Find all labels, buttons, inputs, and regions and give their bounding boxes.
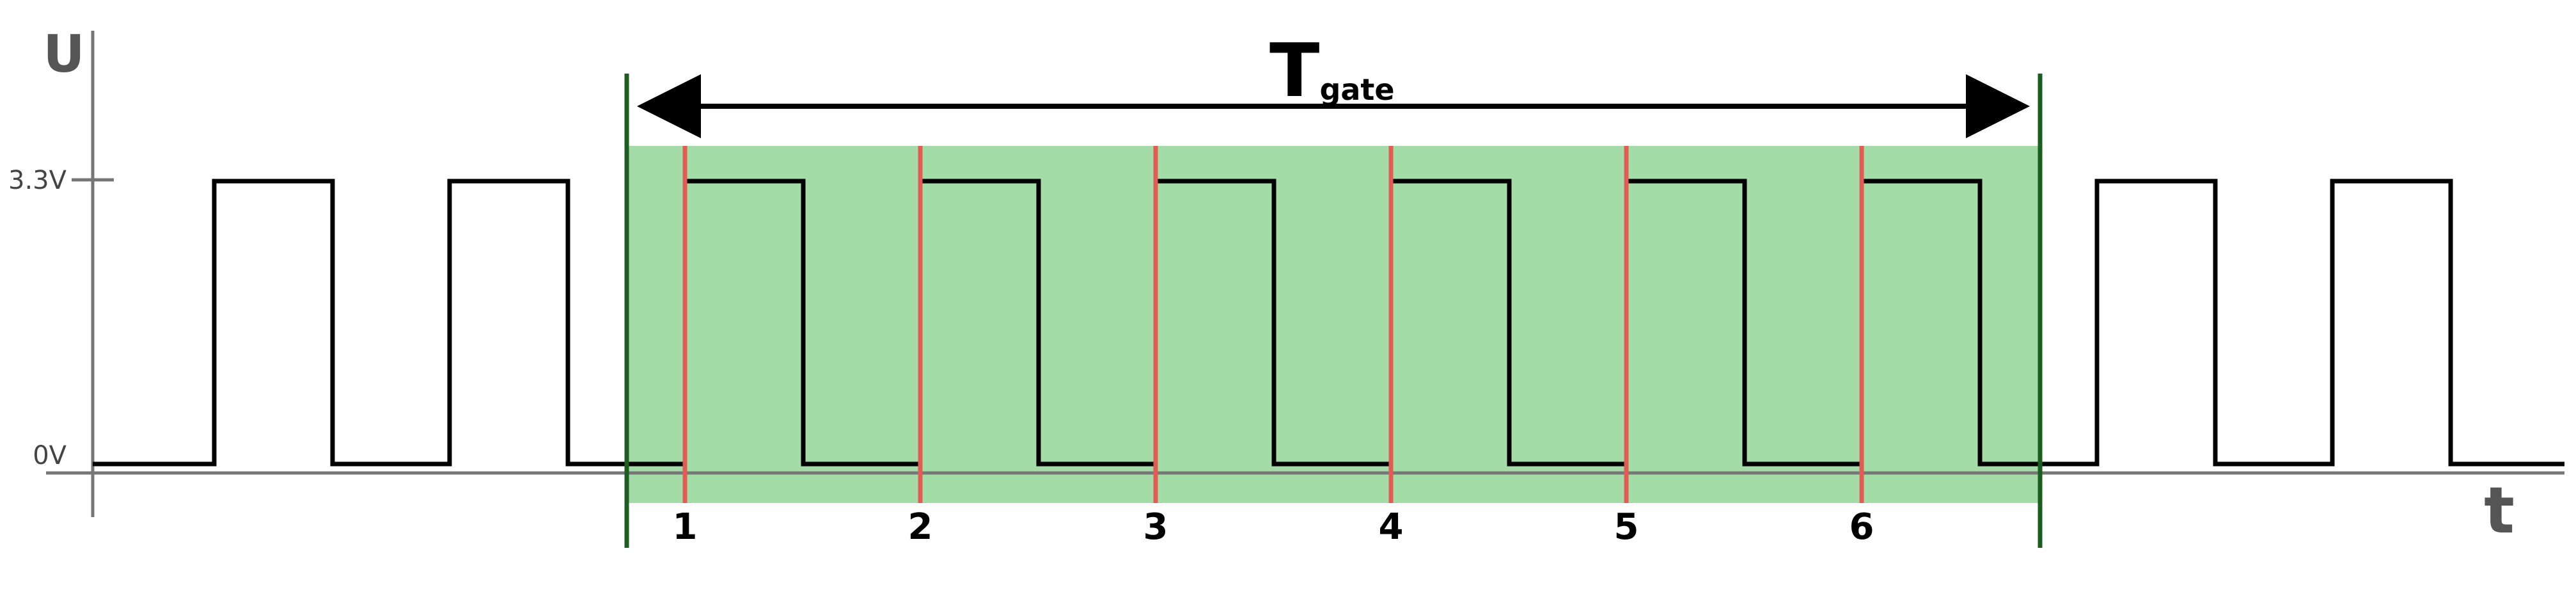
count-markers: 1 2 3 4 5 6 (673, 146, 1874, 548)
count-marker-label-4: 4 (1379, 506, 1404, 548)
count-marker-label-5: 5 (1614, 506, 1639, 548)
count-marker-label-3: 3 (1143, 506, 1168, 548)
gate-window (627, 146, 2040, 503)
gate-duration-arrow-right-head (1966, 74, 2030, 138)
count-marker-label-6: 6 (1850, 506, 1874, 548)
y-tick-label-high: 3.3V (8, 166, 67, 195)
gate-label-main: T (1269, 28, 1319, 114)
gate-label-sub: gate (1319, 72, 1394, 107)
count-marker-label-2: 2 (908, 506, 933, 548)
gate-duration-arrow-left-head (637, 74, 701, 138)
gate-duration-label: Tgate (1269, 28, 1395, 114)
y-tick-label-low: 0V (33, 441, 67, 470)
x-axis-label: t (2484, 473, 2515, 548)
square-wave-signal (93, 179, 2564, 467)
y-axis-label: U (43, 24, 85, 84)
count-marker-label-1: 1 (673, 506, 698, 548)
